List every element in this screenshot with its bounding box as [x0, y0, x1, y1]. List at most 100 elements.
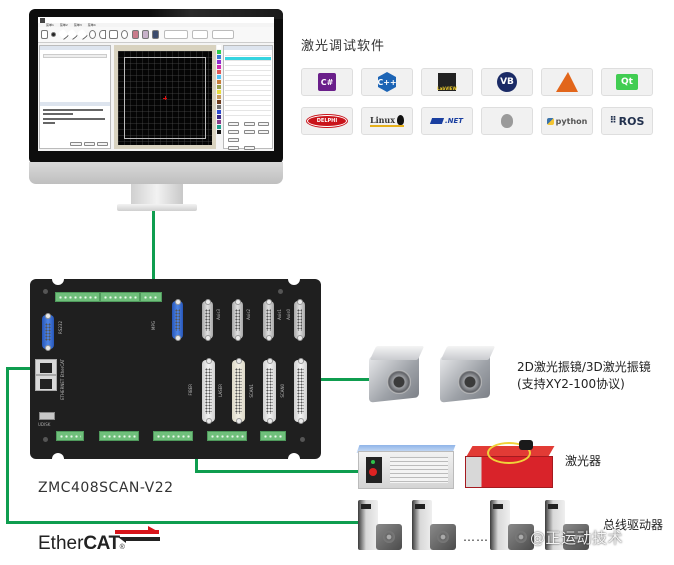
layer-color-swatch[interactable]: [217, 45, 221, 49]
cable-fiber-laser: [195, 470, 363, 473]
import-tool-icon[interactable]: [132, 30, 139, 39]
axis1-port[interactable]: [263, 299, 274, 341]
axis3-label: Axis3: [216, 309, 221, 320]
panel-button[interactable]: [258, 130, 269, 134]
io-terminal-block[interactable]: [153, 431, 193, 441]
ellipse-tool-icon[interactable]: [121, 30, 128, 39]
property-row[interactable]: [225, 92, 271, 96]
labview-icon: LabVIEW: [437, 73, 457, 91]
menu-item[interactable]: 菜单2: [59, 23, 68, 27]
property-row[interactable]: [225, 72, 271, 76]
export-tool-icon[interactable]: [142, 30, 149, 39]
axis1-label: Axis1: [277, 309, 282, 320]
menu-item[interactable]: 菜单1: [46, 23, 54, 27]
app-menubar: 菜单1 菜单2 菜单3 菜单4: [46, 23, 96, 27]
ethernet-port[interactable]: [35, 375, 57, 391]
layer-color-swatch[interactable]: [217, 95, 221, 99]
property-row[interactable]: [225, 97, 271, 101]
property-row[interactable]: [225, 77, 271, 81]
layer-color-swatch[interactable]: [217, 105, 221, 109]
scan0-port[interactable]: [294, 358, 307, 424]
axis2-port[interactable]: [232, 299, 243, 341]
property-row[interactable]: [225, 57, 271, 61]
menu-item[interactable]: 菜单3: [73, 23, 82, 27]
curve-tool-icon[interactable]: [76, 28, 89, 41]
fiber-port[interactable]: [202, 358, 215, 424]
io-terminal-block[interactable]: [100, 292, 140, 302]
fiber-label: FIBER: [188, 384, 193, 396]
layer-color-swatch[interactable]: [217, 80, 221, 84]
layer-color-palette[interactable]: [217, 45, 221, 145]
layer-color-swatch[interactable]: [217, 85, 221, 89]
layer-color-swatch[interactable]: [217, 100, 221, 104]
dotnet-label: .NET: [444, 117, 464, 125]
software-tile-python: python: [541, 107, 593, 135]
property-row[interactable]: [225, 52, 271, 56]
panel-button[interactable]: [244, 146, 255, 150]
select-tool-icon[interactable]: [41, 30, 48, 39]
layer-color-swatch[interactable]: [217, 75, 221, 79]
axis3-port[interactable]: [202, 299, 213, 341]
io-terminal-block[interactable]: [140, 292, 162, 302]
menu-item[interactable]: 菜单4: [87, 23, 96, 27]
rect-tool-icon[interactable]: [109, 30, 118, 39]
circle-tool-icon[interactable]: [89, 30, 96, 39]
ethercat-port[interactable]: [35, 359, 57, 375]
layer-color-swatch[interactable]: [217, 60, 221, 64]
software-tile-dotnet: .NET: [421, 107, 473, 135]
clear-button[interactable]: [97, 142, 108, 146]
io-terminal-block[interactable]: [56, 431, 84, 441]
property-row[interactable]: [225, 87, 271, 91]
io-terminal-block[interactable]: [260, 431, 286, 441]
layer-color-swatch[interactable]: [217, 50, 221, 54]
screw-icon: [43, 437, 48, 442]
rs232-port[interactable]: [42, 313, 54, 351]
property-row[interactable]: [225, 107, 271, 111]
view-tools[interactable]: [212, 30, 234, 39]
property-row[interactable]: [225, 102, 271, 106]
layer-color-swatch[interactable]: [217, 125, 221, 129]
layer-color-swatch[interactable]: [217, 110, 221, 114]
point-tool-icon[interactable]: [51, 32, 56, 37]
panel-button[interactable]: [244, 130, 255, 134]
align-tools[interactable]: [164, 30, 188, 39]
layer-color-swatch[interactable]: [217, 55, 221, 59]
layer-color-swatch[interactable]: [217, 130, 221, 134]
barcode-tool-icon[interactable]: [152, 30, 159, 39]
scan1-port[interactable]: [263, 358, 276, 424]
property-row[interactable]: [225, 62, 271, 66]
property-row[interactable]: [225, 82, 271, 86]
polyline-tool-icon[interactable]: [66, 28, 79, 41]
layer-color-swatch[interactable]: [217, 70, 221, 74]
panel-button[interactable]: [228, 146, 239, 150]
panel-button[interactable]: [258, 122, 269, 126]
software-tile-cpp: C++: [361, 68, 413, 96]
mpg-port[interactable]: [172, 299, 183, 341]
layer-color-swatch[interactable]: [217, 90, 221, 94]
panel-button[interactable]: [244, 122, 255, 126]
python-label: python: [555, 116, 588, 126]
layer-color-swatch[interactable]: [217, 120, 221, 124]
panel-button[interactable]: [228, 130, 239, 134]
drawing-canvas[interactable]: [118, 51, 212, 145]
transform-tools[interactable]: [192, 30, 208, 39]
usb-port[interactable]: [39, 412, 55, 420]
command-input[interactable]: [70, 142, 82, 146]
panel-button[interactable]: [228, 122, 239, 126]
laser-port[interactable]: [232, 358, 245, 424]
axis0-port[interactable]: [294, 299, 305, 341]
app-icon: [40, 18, 45, 23]
layer-color-swatch[interactable]: [217, 65, 221, 69]
panel-button[interactable]: [228, 138, 239, 142]
io-terminal-block[interactable]: [207, 431, 247, 441]
io-terminal-block[interactable]: [99, 431, 139, 441]
layer-color-swatch[interactable]: [217, 115, 221, 119]
io-terminal-block[interactable]: [55, 292, 100, 302]
software-tile-qt: Qt: [601, 68, 653, 96]
property-row[interactable]: [225, 67, 271, 71]
arc-tool-icon[interactable]: [99, 30, 106, 39]
linux-label: Linux: [369, 115, 396, 125]
send-button[interactable]: [84, 142, 95, 146]
property-row[interactable]: [225, 112, 271, 116]
ros-label: ROS: [618, 114, 645, 128]
